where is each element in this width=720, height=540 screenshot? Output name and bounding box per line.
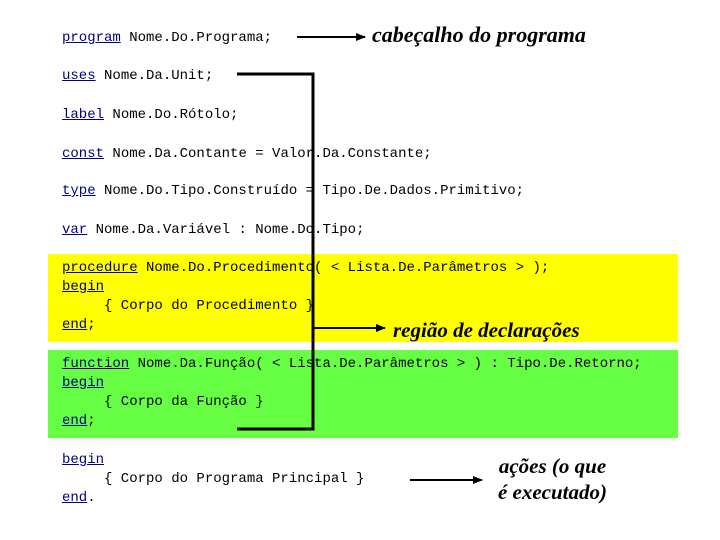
type-rest: Nome.Do.Tipo.Construído = Tipo.De.Dados.… bbox=[95, 183, 525, 199]
var-line: var Nome.Da.Variável : Nome.Do.Tipo; bbox=[62, 221, 364, 240]
keyword-begin: begin bbox=[62, 375, 105, 391]
keyword-program: program bbox=[62, 30, 121, 46]
header-annotation: cabeçalho do programa bbox=[372, 22, 586, 47]
end-punct: ; bbox=[87, 413, 96, 429]
keyword-end: end bbox=[62, 413, 88, 429]
keyword-uses: uses bbox=[62, 68, 96, 84]
uses-line: uses Nome.Da.Unit; bbox=[62, 67, 213, 86]
var-rest: Nome.Da.Variável : Nome.Do.Tipo; bbox=[87, 222, 365, 238]
keyword-begin: begin bbox=[62, 279, 105, 295]
declarations-annotation: região de declarações bbox=[393, 318, 580, 342]
procedure-signature: Nome.Do.Procedimento( < Lista.De.Parâmet… bbox=[137, 260, 550, 276]
keyword-begin: begin bbox=[62, 452, 105, 468]
actions-annotation-line1: ações (o que bbox=[498, 454, 607, 478]
function-block-background bbox=[48, 350, 678, 438]
keyword-label: label bbox=[62, 107, 105, 123]
keyword-function: function bbox=[62, 356, 130, 372]
program-name: Nome.Do.Programa; bbox=[120, 30, 273, 46]
function-block: function Nome.Da.Função( < Lista.De.Parâ… bbox=[62, 355, 642, 431]
uses-rest: Nome.Da.Unit; bbox=[95, 68, 214, 84]
label-line: label Nome.Do.Rótolo; bbox=[62, 106, 238, 125]
type-line: type Nome.Do.Tipo.Construído = Tipo.De.D… bbox=[62, 182, 524, 201]
main-body-comment: { Corpo do Programa Principal } bbox=[62, 471, 365, 487]
function-signature: Nome.Da.Função( < Lista.De.Parâmetros > … bbox=[129, 356, 642, 372]
actions-annotation-line2: é executado) bbox=[497, 480, 608, 504]
procedure-block: procedure Nome.Do.Procedimento( < Lista.… bbox=[62, 259, 549, 335]
keyword-end: end bbox=[62, 317, 88, 333]
procedure-body-comment: { Corpo do Procedimento } bbox=[62, 298, 315, 314]
main-block: begin { Corpo do Programa Principal } en… bbox=[62, 451, 364, 508]
keyword-var: var bbox=[62, 222, 88, 238]
declarations-bracket bbox=[237, 72, 315, 431]
label-rest: Nome.Do.Rótolo; bbox=[104, 107, 239, 123]
function-body-comment: { Corpo da Função } bbox=[62, 394, 264, 410]
keyword-const: const bbox=[62, 146, 105, 162]
keyword-type: type bbox=[62, 183, 96, 199]
end-punct: . bbox=[87, 490, 96, 506]
keyword-end: end bbox=[62, 490, 88, 506]
program-header-line: program Nome.Do.Programa; bbox=[62, 29, 272, 48]
end-punct: ; bbox=[87, 317, 96, 333]
keyword-procedure: procedure bbox=[62, 260, 138, 276]
